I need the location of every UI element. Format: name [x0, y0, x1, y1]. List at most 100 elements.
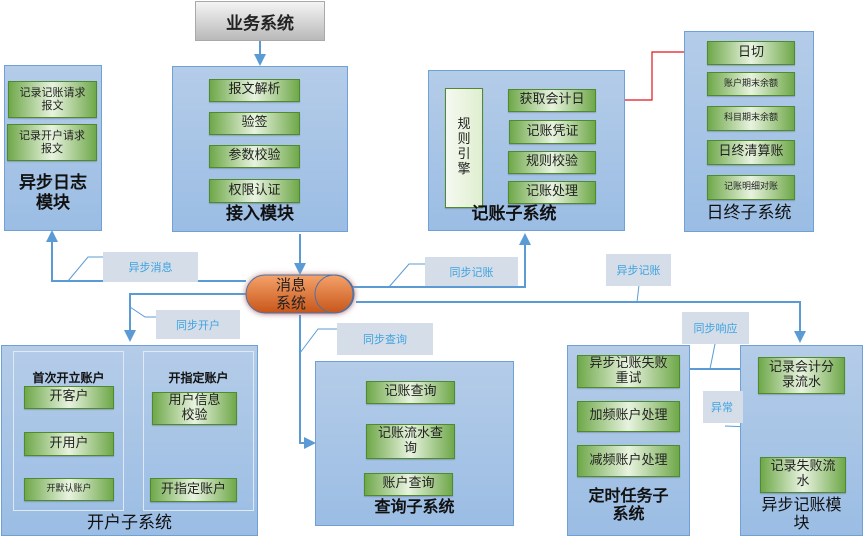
item-label: 记账凭证: [526, 123, 579, 139]
item-label: 账户期末余额: [723, 78, 778, 89]
async-accounting-item[interactable]: 记录失败流 水: [760, 457, 846, 493]
label-exception: 异常: [703, 391, 743, 423]
account-opening-subsystem-title: 开户子系统: [87, 513, 172, 533]
item-line: 记录开户请求: [19, 128, 85, 142]
message-system-label: 消息 系统: [266, 276, 316, 312]
label-async-message: 异步消息: [103, 252, 198, 282]
item-line: 报文: [41, 98, 64, 112]
item-line: 记录会计分: [768, 359, 834, 375]
async-log-module[interactable]: 记录记账请求 报文 记录开户请求 报文 异步日志 模块: [4, 65, 102, 231]
accounting-item[interactable]: 记账处理: [508, 181, 596, 204]
access-module[interactable]: 报文解析 验签 参数校验 权限认证 接入模块: [172, 66, 348, 232]
label-async-accounting: 异步记账: [606, 254, 671, 286]
eod-item[interactable]: 日切: [707, 41, 795, 65]
scheduled-task-item[interactable]: 减频账户处理: [577, 445, 680, 477]
label-sync-response: 同步响应: [682, 312, 749, 344]
business-system-box[interactable]: 业务系统: [195, 1, 325, 41]
item-label: 记账处理: [525, 184, 578, 200]
item-label: 开客户: [49, 389, 89, 405]
access-item[interactable]: 权限认证: [209, 179, 300, 203]
eod-item[interactable]: 科目期末余额: [707, 106, 795, 131]
item-label: 参数校验: [228, 148, 281, 164]
rule-engine-char: 引: [457, 147, 471, 162]
item-label: 日切: [737, 44, 764, 60]
query-item[interactable]: 记账查询: [366, 381, 455, 404]
eod-subsystem[interactable]: 日切 账户期末余额 科目期末余额 日终清算账 记账明细对账 日终子系统: [684, 31, 814, 232]
async-log-module-title: 异步日志 模块: [5, 173, 101, 213]
item-label: 账户查询: [382, 476, 435, 492]
eod-item[interactable]: 日终清算账: [707, 140, 795, 165]
message-cylinder-icon: [245, 274, 355, 314]
async-accounting-module-title: 异步记账模 块: [741, 495, 862, 533]
accounting-item[interactable]: 规则校验: [508, 151, 596, 174]
rule-engine-char: 擎: [457, 161, 471, 177]
item-line: 报文: [41, 141, 63, 155]
rule-engine-char: 则: [457, 132, 471, 148]
query-item[interactable]: 账户查询: [364, 473, 453, 496]
item-label: 开用户: [49, 435, 89, 451]
async-log-item[interactable]: 记录开户请求 报文: [7, 124, 97, 161]
title-line: 系统: [612, 504, 645, 524]
item-label: 报文解析: [228, 82, 281, 98]
item-line: 水: [796, 474, 810, 489]
label-line: 消息: [275, 276, 306, 294]
item-label: 减频账户处理: [589, 452, 668, 468]
scheduled-task-item[interactable]: 异步记账失败 重试: [577, 355, 680, 388]
first-open-title: 首次开立账户: [32, 371, 105, 385]
accounting-item[interactable]: 记账凭证: [509, 120, 596, 144]
account-opening-subsystem[interactable]: 首次开立账户 开客户 开用户 开默认账户 开指定账户 用户信息 校验 开指定账户…: [1, 345, 258, 536]
query-subsystem[interactable]: 记账查询 记账流水查 询 账户查询 查询子系统: [315, 361, 514, 526]
first-open-group: 首次开立账户 开客户 开用户 开默认账户: [13, 351, 124, 511]
eod-item[interactable]: 账户期末余额: [707, 72, 795, 96]
item-label: 记账查询: [384, 384, 437, 400]
query-item[interactable]: 记账流水查 询: [366, 424, 455, 459]
rule-engine-char: 规: [457, 117, 471, 133]
label-sync-query: 同步查询: [337, 323, 433, 355]
rule-engine[interactable]: 规 则 引 擎: [445, 88, 483, 208]
accounting-subsystem[interactable]: 规 则 引 擎 获取会计日 记账凭证 规则校验 记账处理 记账子系统: [428, 70, 625, 231]
title-line: 定时任务子: [588, 486, 669, 505]
title-line: 异步日志: [19, 173, 87, 193]
label-sync-account-open: 同步开户: [156, 310, 240, 339]
item-line: 异步记账失败: [589, 355, 668, 371]
item-line: 记录记账请求: [19, 85, 86, 99]
item-label: 记账明细对账: [723, 182, 778, 193]
label-sync-accounting: 同步记账: [425, 257, 518, 286]
specified-open-title: 开指定账户: [168, 371, 229, 385]
item-label: 加频账户处理: [589, 408, 668, 424]
label-line: 系统: [275, 294, 306, 312]
title-line: 块: [793, 513, 810, 533]
item-label: 开默认账户: [46, 484, 92, 495]
item-label: 日终清算账: [718, 144, 784, 160]
async-accounting-module[interactable]: 记录会计分 录流水 记录失败流 水 异步记账模 块: [740, 345, 863, 536]
item-line: 询: [403, 440, 417, 456]
item-label: 开指定账户: [160, 481, 226, 497]
query-subsystem-title: 查询子系统: [374, 497, 455, 516]
item-label: 规则校验: [525, 154, 578, 170]
item-line: 用户信息: [168, 392, 221, 408]
specified-open-item[interactable]: 开指定账户: [150, 478, 237, 502]
item-label: 获取会计日: [519, 92, 585, 108]
first-open-item[interactable]: 开用户: [24, 432, 114, 456]
specified-open-item[interactable]: 用户信息 校验: [152, 392, 237, 425]
accounting-item[interactable]: 获取会计日: [508, 89, 596, 112]
scheduled-task-subsystem[interactable]: 异步记账失败 重试 加频账户处理 减频账户处理 定时任务子 系统: [567, 345, 690, 536]
item-line: 重试: [615, 370, 642, 386]
item-line: 记账流水查: [377, 425, 443, 441]
access-item[interactable]: 验签: [209, 112, 300, 135]
scheduled-task-item[interactable]: 加频账户处理: [577, 401, 680, 432]
async-log-item[interactable]: 记录记账请求 报文: [8, 81, 97, 118]
link-mq-to-query: [299, 315, 316, 449]
eod-item[interactable]: 记账明细对账: [707, 175, 795, 200]
message-system[interactable]: 消息 系统: [245, 274, 356, 315]
scheduled-task-subsystem-title: 定时任务子 系统: [568, 486, 689, 524]
access-item[interactable]: 报文解析: [209, 79, 300, 102]
specified-open-group: 开指定账户 用户信息 校验 开指定账户: [143, 351, 254, 511]
async-accounting-item[interactable]: 记录会计分 录流水: [758, 357, 845, 394]
item-label: 科目期末余额: [723, 113, 778, 124]
first-open-item[interactable]: 开默认账户: [24, 478, 114, 501]
first-open-item[interactable]: 开客户: [24, 386, 114, 409]
title-line: 异步记账模: [761, 495, 842, 514]
access-item[interactable]: 参数校验: [209, 145, 300, 168]
business-system-label: 业务系统: [226, 13, 294, 34]
